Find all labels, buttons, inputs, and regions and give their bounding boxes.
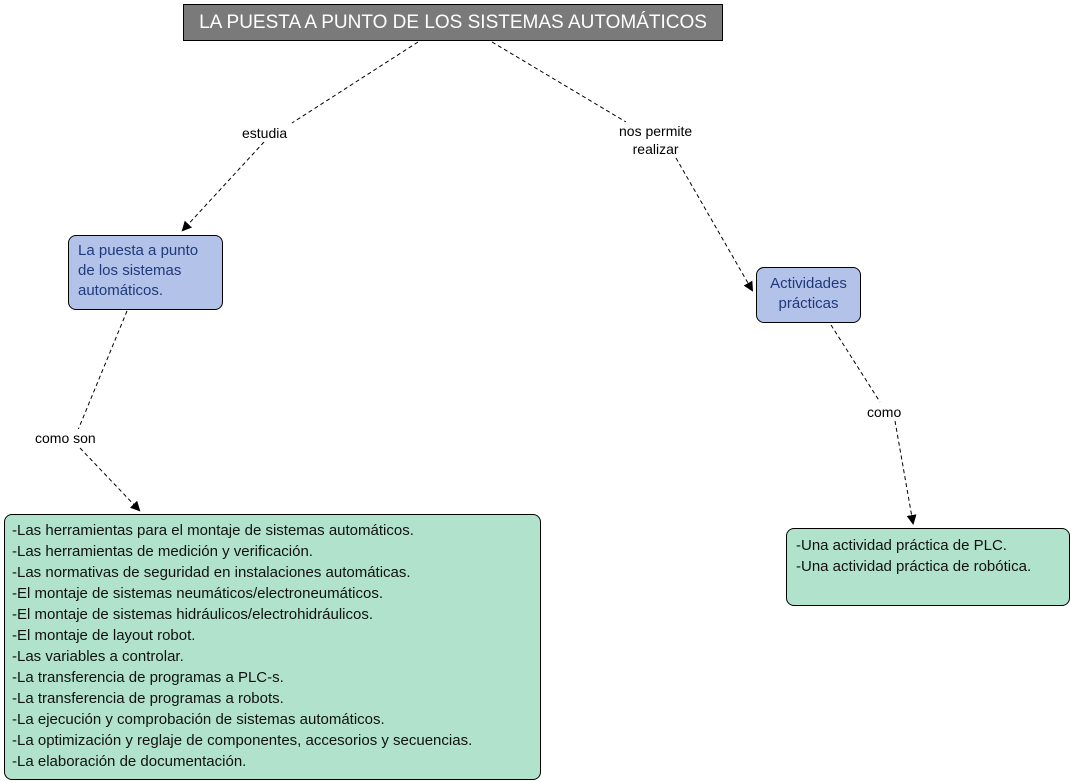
list-item: -La ejecución y comprobación de sistemas… <box>12 711 385 728</box>
list-item: -La optimización y reglaje de componente… <box>12 732 473 749</box>
connector-root-nos-permite <box>491 41 627 123</box>
list-item: -El montaje de layout robot. <box>12 627 196 644</box>
connector-realizar-right <box>675 157 753 292</box>
list-node-como: -Una actividad práctica de PLC. -Una act… <box>786 528 1070 606</box>
list-item: -Las variables a controlar. <box>12 648 184 665</box>
list-item: -La transferencia de programas a PLC-s. <box>12 669 284 686</box>
concept-node-actividades-practicas: Actividades prácticas <box>756 267 861 323</box>
connector-right-como <box>830 324 881 403</box>
concept-line: La puesta a punto <box>78 242 199 259</box>
concept-line: prácticas <box>778 295 839 312</box>
connector-como-list <box>894 420 917 525</box>
concept-line: automáticos. <box>78 282 164 299</box>
link-estudia-text: estudia <box>242 125 288 141</box>
link-como-son-text: como son <box>35 430 96 446</box>
root-concept-label: LA PUESTA A PUNTO DE LOS SISTEMAS AUTOMÁ… <box>199 11 707 33</box>
concept-line: de los sistemas <box>78 262 182 279</box>
link-label-como-son: como son <box>35 429 96 447</box>
list-item: -La transferencia de programas a robots. <box>12 690 284 707</box>
connector-como-son-list <box>79 447 141 512</box>
list-item: -El montaje de sistemas hidráulicos/elec… <box>12 606 373 623</box>
link-label-estudia: estudia <box>242 124 288 142</box>
list-item: -Las normativas de seguridad en instalac… <box>12 564 411 581</box>
concept-line: Actividades <box>770 275 847 292</box>
connector-estudia-left <box>181 141 265 232</box>
link-nos-permite-text: nos permite <box>619 123 693 139</box>
link-label-como: como <box>867 403 902 421</box>
list-item: -Las herramientas para el montaje de sis… <box>12 522 414 539</box>
list-item: -Una actividad práctica de PLC. <box>796 537 1007 554</box>
link-label-nos-permite-realizar: nos permite realizar <box>619 122 693 158</box>
connector-left-como-son <box>77 310 128 431</box>
connector-root-estudia <box>291 41 419 124</box>
root-concept-node: LA PUESTA A PUNTO DE LOS SISTEMAS AUTOMÁ… <box>183 4 723 41</box>
link-realizar-text: realizar <box>632 141 679 157</box>
list-item: -Las herramientas de medición y verifica… <box>12 543 313 560</box>
list-item: -El montaje de sistemas neumáticos/elect… <box>12 585 384 602</box>
concept-node-puesta-a-punto: La puesta a punto de los sistemas automá… <box>68 235 223 310</box>
list-node-como-son: -Las herramientas para el montaje de sis… <box>4 514 541 780</box>
list-item: -La elaboración de documentación. <box>12 753 247 770</box>
link-como-text: como <box>867 404 902 420</box>
list-item: -Una actividad práctica de robótica. <box>796 558 1032 575</box>
